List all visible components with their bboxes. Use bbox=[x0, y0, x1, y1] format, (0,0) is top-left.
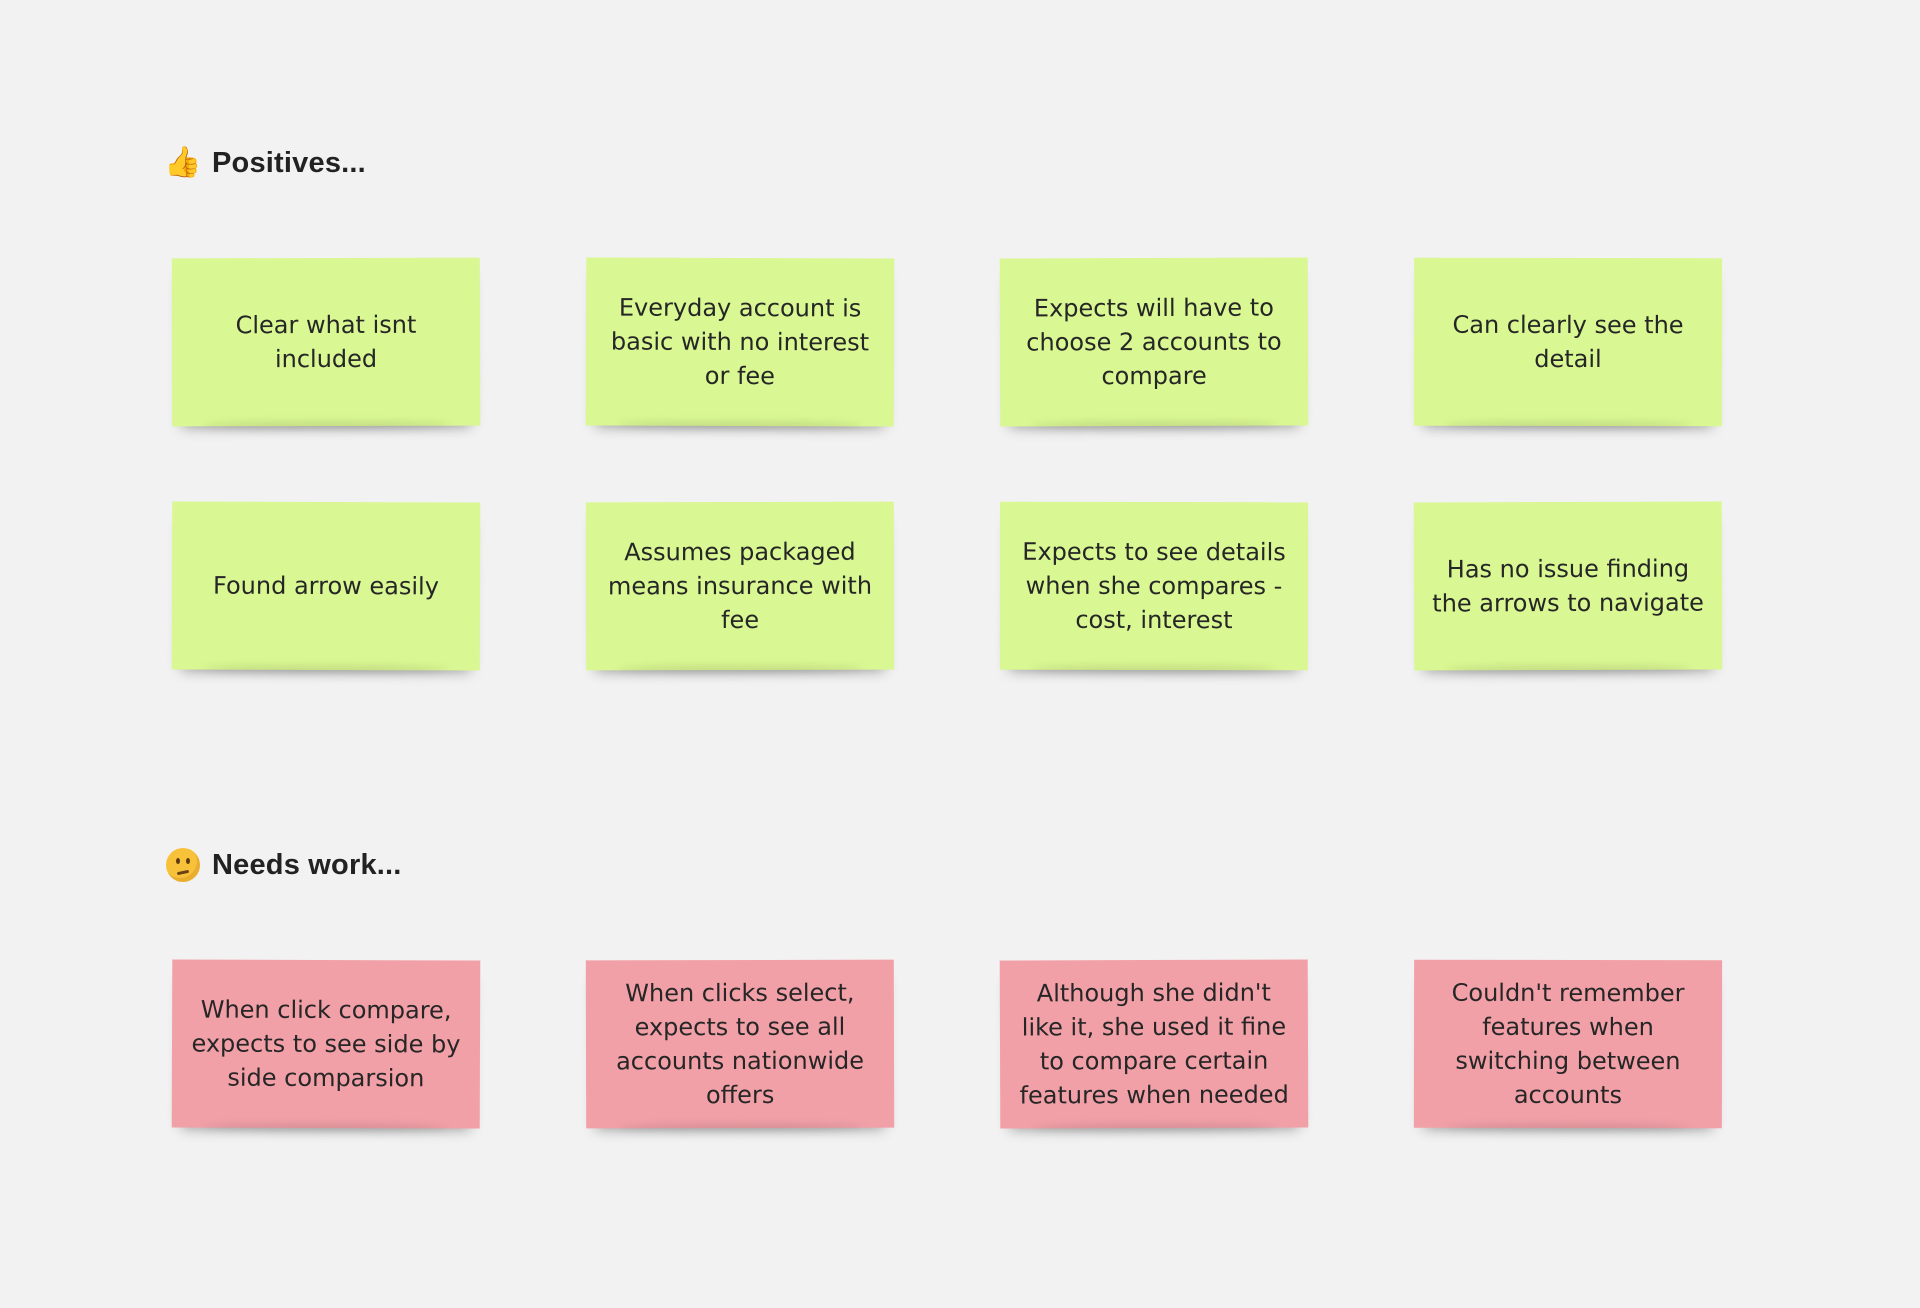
sticky-note[interactable]: Expects to see details when she compares… bbox=[999, 501, 1309, 671]
needs-work-heading-text: Needs work... bbox=[212, 848, 402, 881]
sticky-note[interactable]: Can clearly see the detail bbox=[1413, 257, 1723, 427]
sticky-note[interactable]: Clear what isnt included bbox=[171, 257, 481, 427]
sticky-note[interactable]: Found arrow easily bbox=[171, 501, 481, 671]
sticky-note[interactable]: Everyday account is basic with no intere… bbox=[585, 257, 895, 427]
sticky-note[interactable]: When clicks select, expects to see all a… bbox=[585, 959, 895, 1129]
positives-heading-text: Positives... bbox=[212, 146, 366, 179]
sticky-note[interactable]: Although she didn't like it, she used it… bbox=[999, 959, 1309, 1129]
sticky-note[interactable]: Couldn't remember features when switchin… bbox=[1413, 959, 1723, 1129]
sticky-note[interactable]: Expects will have to choose 2 accounts t… bbox=[999, 257, 1309, 427]
needs-work-heading: Needs work... bbox=[166, 848, 402, 882]
thumbs-up-icon: 👍 bbox=[164, 145, 202, 180]
thinking-face-icon bbox=[166, 848, 200, 882]
positives-notes: Clear what isnt included Everyday accoun… bbox=[171, 257, 1723, 671]
sticky-note[interactable]: When click compare, expects to see side … bbox=[171, 959, 481, 1129]
needs-work-notes: When click compare, expects to see side … bbox=[171, 959, 1723, 1129]
positives-heading: 👍 Positives... bbox=[164, 145, 366, 180]
sticky-note[interactable]: Has no issue finding the arrows to navig… bbox=[1413, 501, 1723, 671]
sticky-note[interactable]: Assumes packaged means insurance with fe… bbox=[585, 501, 895, 671]
